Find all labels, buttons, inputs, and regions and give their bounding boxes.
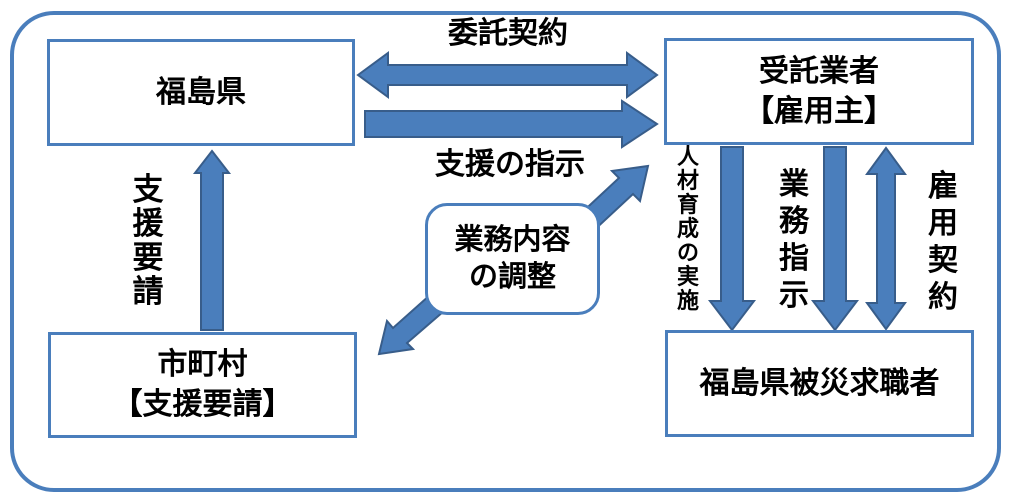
- node-contractor-employer: 受託業者 【雇用主】: [664, 38, 974, 145]
- node-municipality-label-line1: 市町村: [157, 348, 248, 381]
- work-instruction-arrow: [810, 146, 860, 332]
- node-work-content-adjustment-line2: の調整: [468, 261, 556, 293]
- node-municipality: 市町村 【支援要請】: [48, 332, 357, 438]
- node-work-content-adjustment: 業務内容 の調整: [425, 203, 600, 315]
- label-employment-contract: 雇用契約: [928, 170, 958, 314]
- node-disaster-job-seekers: 福島県被災求職者: [665, 330, 974, 437]
- label-support-request: 支援要請: [132, 172, 164, 309]
- label-support-instruction: 支援の指示: [435, 148, 585, 181]
- hr-development-arrow: [707, 146, 757, 332]
- support-request-arrow: [192, 149, 232, 331]
- node-fukushima-prefecture-label: 福島県: [156, 75, 246, 109]
- consignment-contract-arrow: [356, 51, 659, 99]
- node-work-content-adjustment-line1: 業務内容: [454, 224, 571, 256]
- label-consignment-contract: 委託契約: [448, 17, 568, 50]
- node-contractor-label-line1: 受託業者: [759, 54, 879, 88]
- node-fukushima-prefecture: 福島県: [47, 39, 355, 146]
- support-instruction-arrow: [364, 99, 659, 149]
- diagram-border-frame: [10, 11, 1001, 492]
- label-hr-development: 人材育成の実施: [676, 144, 699, 313]
- adjustment-to-municipality-arrow: [377, 293, 446, 356]
- label-work-instruction: 業務指示: [779, 168, 809, 312]
- node-contractor-label-line2: 【雇用主】: [744, 94, 894, 128]
- node-disaster-job-seekers-label: 福島県被災求職者: [699, 366, 940, 400]
- employment-contract-arrow: [865, 146, 907, 331]
- node-municipality-label-line2: 【支援要請】: [112, 388, 293, 421]
